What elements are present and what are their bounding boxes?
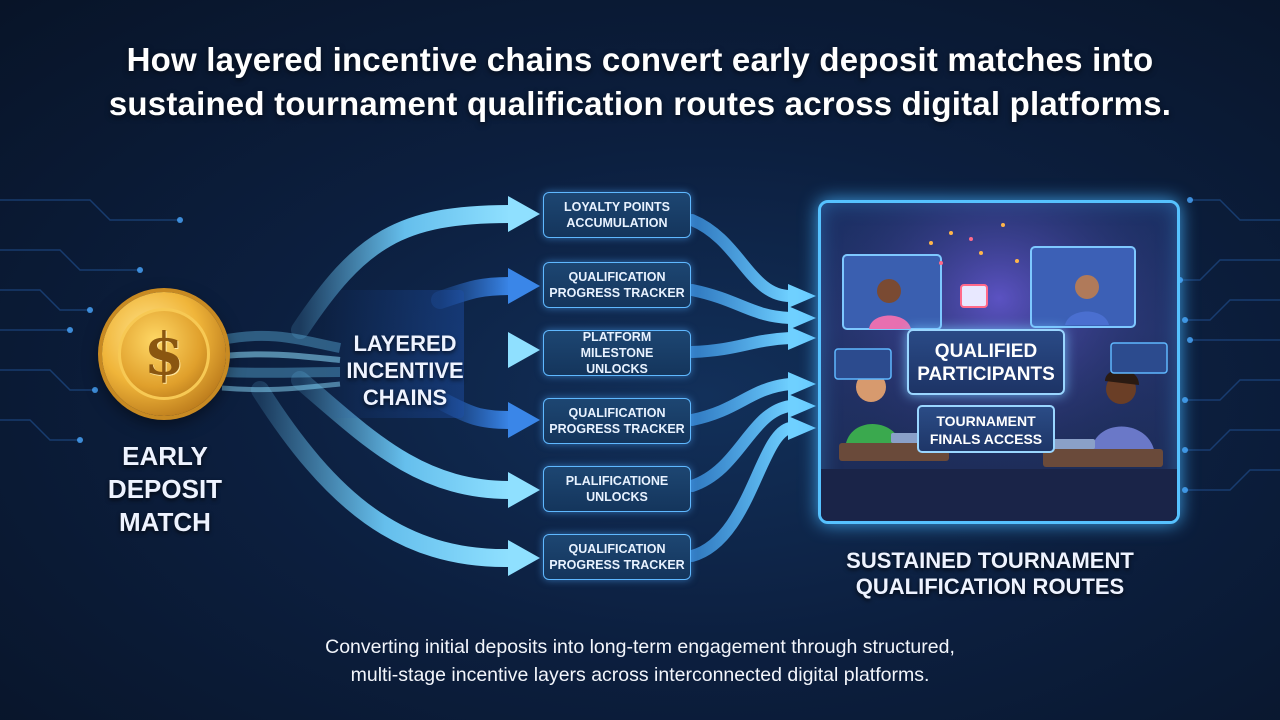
node-1-line-1: LOYALTY POINTS	[563, 200, 671, 214]
destination-panel: QUALIFIED PARTICIPANTS TOURNAMENT FINALS…	[818, 200, 1180, 524]
node-4-line-1: QUALIFICATION	[568, 406, 666, 420]
node-2-line-1: QUALIFICATION	[568, 270, 666, 284]
source-label-line-3: MATCH	[119, 507, 211, 537]
hub-label: LAYERED INCENTIVE CHAINS	[330, 330, 480, 411]
coin-icon: $	[102, 292, 226, 416]
fan-out-arrowheads	[508, 196, 540, 576]
node-6-line-2: PROGRESS TRACKER	[549, 558, 685, 572]
node-5-line-1: PLALIFICATIONE	[565, 474, 669, 488]
converge-arrows	[686, 214, 796, 562]
footer-line-1: Converting initial deposits into long-te…	[325, 636, 955, 658]
source-label-line-2: DEPOSIT	[107, 474, 223, 504]
node-4-line-2: PROGRESS TRACKER	[549, 422, 685, 436]
node-loyalty-points: LOYALTY POINTS ACCUMULATION	[543, 192, 691, 238]
arrow-to-node-1	[291, 205, 519, 339]
source-label: EARLY DEPOSIT MATCH	[92, 440, 238, 539]
badge-line-1: QUALIFIED	[934, 341, 1038, 362]
hub-glow	[322, 290, 464, 418]
node-platform-milestone: PLATFORM MILESTONE UNLOCKS	[543, 330, 691, 376]
title-line-1: How layered incentive chains convert ear…	[126, 41, 1154, 78]
arrow-to-node-4	[431, 391, 519, 429]
node-qualification-tracker-1: QUALIFICATION PROGRESS TRACKER	[543, 262, 691, 308]
node-3-line-1: PLATFORM MILESTONE	[580, 330, 654, 360]
hub-label-line-2: INCENTIVE	[346, 358, 464, 383]
node-5-line-2: UNLOCKS	[586, 490, 648, 504]
dollar-icon: $	[143, 320, 185, 388]
source-streams	[220, 330, 341, 393]
destination-caption: SUSTAINED TOURNAMENT QUALIFICATION ROUTE…	[790, 548, 1190, 600]
badge-line-2: PARTICIPANTS	[917, 364, 1055, 385]
arrow-to-node-5	[291, 371, 519, 499]
diagram-title: How layered incentive chains convert ear…	[40, 38, 1240, 126]
destination-caption-line-2: QUALIFICATION ROUTES	[855, 574, 1125, 599]
access-line-2: FINALS ACCESS	[929, 431, 1043, 447]
converge-arrowheads	[788, 284, 816, 440]
title-line-2: sustained tournament qualification route…	[108, 85, 1172, 122]
arrow-to-node-6	[251, 381, 519, 568]
qualified-participants-badge: QUALIFIED PARTICIPANTS	[907, 329, 1065, 395]
fan-out-arrows	[251, 205, 519, 568]
node-2-line-2: PROGRESS TRACKER	[549, 286, 685, 300]
hub-label-line-3: CHAINS	[362, 385, 448, 410]
node-3-line-2: UNLOCKS	[586, 362, 648, 376]
node-unlocks: PLALIFICATIONE UNLOCKS	[543, 466, 691, 512]
access-line-1: TOURNAMENT	[936, 413, 1036, 429]
coin-face: $	[118, 308, 210, 400]
node-1-line-2: ACCUMULATION	[566, 216, 668, 230]
footer-line-2: multi-stage incentive layers across inte…	[350, 664, 930, 686]
source-label-line-1: EARLY	[122, 441, 208, 471]
node-qualification-tracker-2: QUALIFICATION PROGRESS TRACKER	[543, 398, 691, 444]
destination-caption-line-1: SUSTAINED TOURNAMENT	[846, 548, 1134, 573]
node-6-line-1: QUALIFICATION	[568, 542, 666, 556]
hub-label-line-1: LAYERED	[353, 331, 457, 356]
node-qualification-tracker-3: QUALIFICATION PROGRESS TRACKER	[543, 534, 691, 580]
footer-description: Converting initial deposits into long-te…	[150, 633, 1130, 689]
arrow-to-node-2	[431, 277, 519, 309]
tournament-finals-access-badge: TOURNAMENT FINALS ACCESS	[917, 405, 1055, 453]
